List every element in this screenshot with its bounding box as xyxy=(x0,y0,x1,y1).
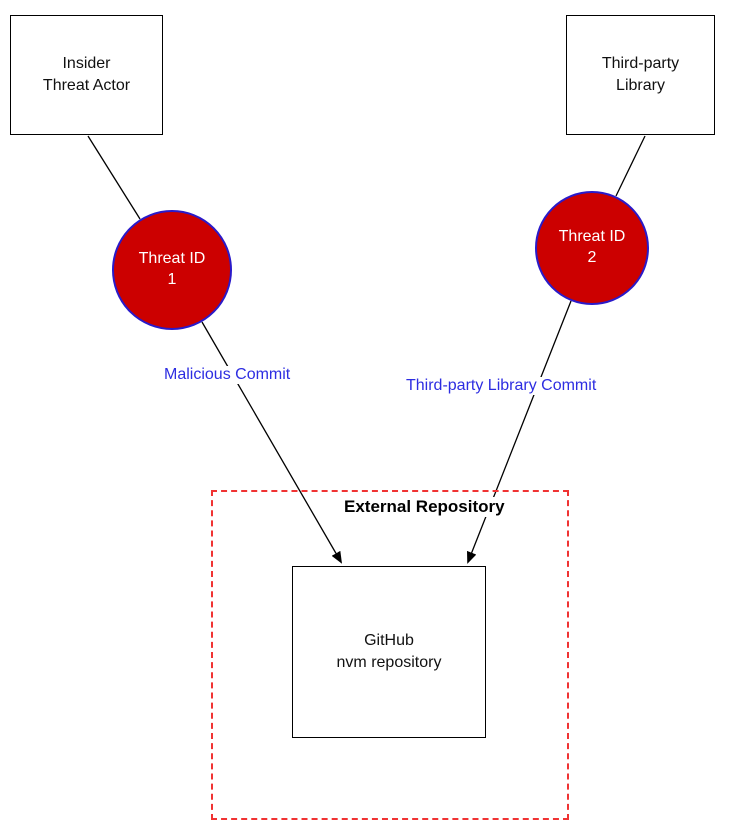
node-github-nvm-repository: GitHub nvm repository xyxy=(292,566,486,738)
threat2-label-line1: Threat ID xyxy=(558,228,626,246)
threat1-label-line2: 1 xyxy=(167,271,177,288)
node-third-party-library: Third-party Library xyxy=(566,15,715,135)
node-threat-id-1: Threat ID 1 xyxy=(112,210,232,330)
node-threat-id-2: Threat ID 2 xyxy=(535,191,649,305)
external-repository-group xyxy=(211,490,569,820)
node-insider-label-line2: Threat Actor xyxy=(42,77,131,94)
threat2-label-line2: 2 xyxy=(587,249,597,266)
node-insider-label-line1: Insider xyxy=(62,55,111,73)
repo-label-line2: nvm repository xyxy=(336,654,442,671)
node-thirdparty-label-line1: Third-party xyxy=(601,55,680,73)
edge-label-malicious-commit: Malicious Commit xyxy=(162,366,293,384)
node-thirdparty-label-line2: Library xyxy=(616,77,665,94)
node-insider-threat-actor: Insider Threat Actor xyxy=(10,15,163,135)
edge-label-third-party-library-commit: Third-party Library Commit xyxy=(404,377,599,395)
threat1-label-line1: Threat ID xyxy=(138,250,206,268)
external-repository-group-label: External Repository xyxy=(342,497,507,517)
edge-insider-to-threat1 xyxy=(87,135,141,220)
repo-label-line1: GitHub xyxy=(364,632,414,650)
edge-thirdparty-to-threat2 xyxy=(615,135,646,197)
